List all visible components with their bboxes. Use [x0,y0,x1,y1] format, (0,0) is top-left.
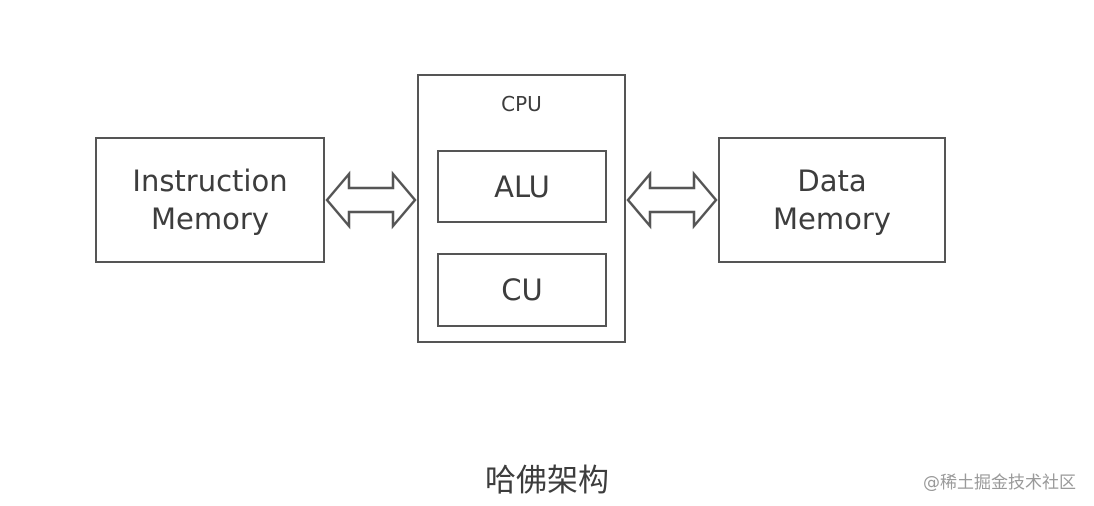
data-memory-label: Data Memory [773,164,891,236]
cpu-label: CPU [501,92,542,116]
alu-label: ALU [494,169,550,204]
instruction-memory-label: Instruction Memory [132,164,288,236]
cu-label: CU [501,273,543,307]
data-memory-box: Data Memory [718,137,946,263]
watermark: @稀土掘金技术社区 [923,473,1076,493]
diagram-caption: 哈佛架构 [485,463,609,499]
left-double-arrow [325,170,417,230]
instruction-memory-box: Instruction Memory [95,137,325,263]
alu-box: ALU [437,150,607,223]
cu-box: CU [437,253,607,327]
right-double-arrow [626,170,718,230]
